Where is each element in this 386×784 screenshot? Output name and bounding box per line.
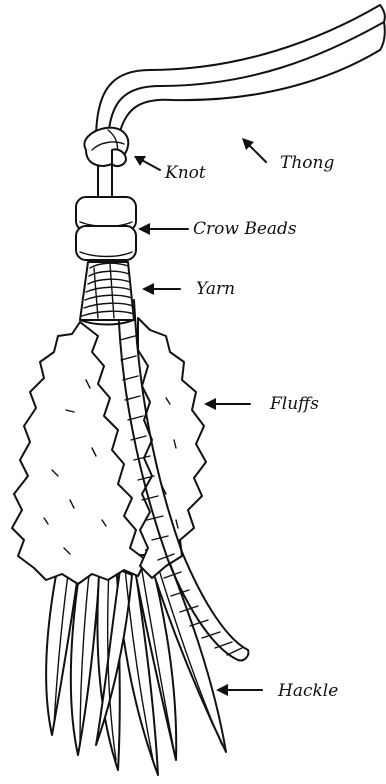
fluffs-arrowhead <box>204 398 216 410</box>
label-knot: Knot <box>164 163 206 183</box>
crow-beads-arrowhead <box>138 223 150 235</box>
hackle-arrowhead <box>216 684 228 696</box>
fluff-right <box>138 318 206 578</box>
knot <box>84 128 128 166</box>
fluff-left <box>12 322 146 584</box>
yarn-wrap <box>80 262 134 325</box>
crow-bead-lower <box>76 226 136 260</box>
label-crow-beads: Crow Beads <box>193 219 297 239</box>
crow-beads <box>76 197 136 260</box>
thong-strands-lower <box>98 164 112 197</box>
fluffs <box>12 318 206 584</box>
label-thong: Thong <box>280 153 334 173</box>
label-yarn: Yarn <box>196 279 235 299</box>
label-hackle: Hackle <box>277 681 338 701</box>
thong <box>96 5 385 140</box>
yarn-arrowhead <box>142 283 154 295</box>
label-fluffs: Fluffs <box>269 394 319 414</box>
